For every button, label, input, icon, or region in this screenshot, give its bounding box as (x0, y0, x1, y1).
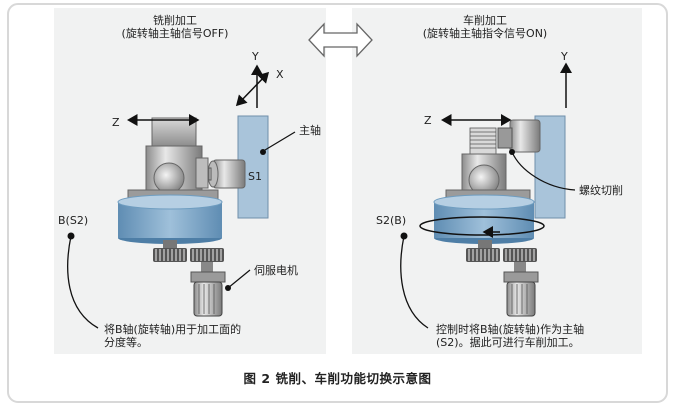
left-b-leader (67, 235, 99, 329)
left-top-block (151, 117, 197, 147)
left-note: 将B轴(旋转轴)用于加工面的 分度等。 (104, 323, 241, 349)
right-note: 控制时将B轴(旋转轴)作为主轴 (S2)。据此可进行车削加工。 (436, 323, 584, 349)
right-thread-tool (469, 127, 497, 155)
servo-label: 伺服电机 (254, 264, 298, 277)
left-servo-motor (193, 281, 223, 317)
right-axis-z-label: Z (424, 114, 432, 127)
right-title-line2: (旋转轴主轴指令信号ON) (422, 27, 548, 40)
right-rotation-ring (419, 216, 545, 236)
right-servo-motor (506, 281, 536, 317)
left-axes (127, 64, 270, 126)
left-x-arrow (235, 71, 270, 107)
right-title: 车削加工 (旋转轴主轴指令信号ON) (410, 14, 560, 40)
right-b-leader (400, 235, 429, 329)
left-machine (117, 115, 269, 317)
right-servo-flange (503, 271, 539, 283)
left-axis-x-label: X (276, 68, 284, 81)
left-title-line2: (旋转轴主轴信号OFF) (121, 27, 229, 40)
figure-caption: 图 2 铣削、车削功能切换示意图 (243, 371, 432, 386)
left-title: 铣削加工 (旋转轴主轴信号OFF) (110, 14, 240, 40)
left-note-line1: 将B轴(旋转轴)用于加工面的 (104, 323, 242, 336)
left-axis-y-label: Y (252, 50, 259, 63)
thread-cutting-label: 螺纹切削 (579, 184, 623, 197)
left-spindle-dot (260, 149, 266, 155)
right-note-line1: 控制时将B轴(旋转轴)作为主轴 (436, 323, 585, 336)
left-gears (153, 248, 224, 262)
thread-leader (511, 151, 576, 191)
right-spindle-head (509, 119, 541, 153)
s1-label: S1 (248, 170, 262, 183)
left-servo-flange (190, 271, 226, 283)
right-axis-y-label: Y (561, 50, 568, 63)
right-note-line2: (S2)。据此可进行车削加工。 (436, 336, 580, 349)
s2-b-label: S2(B) (376, 214, 407, 227)
right-gears (466, 248, 537, 262)
left-title-line1: 铣削加工 (153, 14, 197, 27)
b-s2-label: B(S2) (58, 214, 89, 227)
switch-double-arrow-icon (308, 22, 373, 58)
left-note-line2: 分度等。 (104, 336, 148, 349)
right-axes (441, 62, 572, 126)
right-machine (419, 115, 566, 317)
left-axis-z-label: Z (112, 116, 120, 129)
spindle-label: 主轴 (299, 124, 321, 137)
right-title-line1: 车削加工 (463, 14, 507, 27)
